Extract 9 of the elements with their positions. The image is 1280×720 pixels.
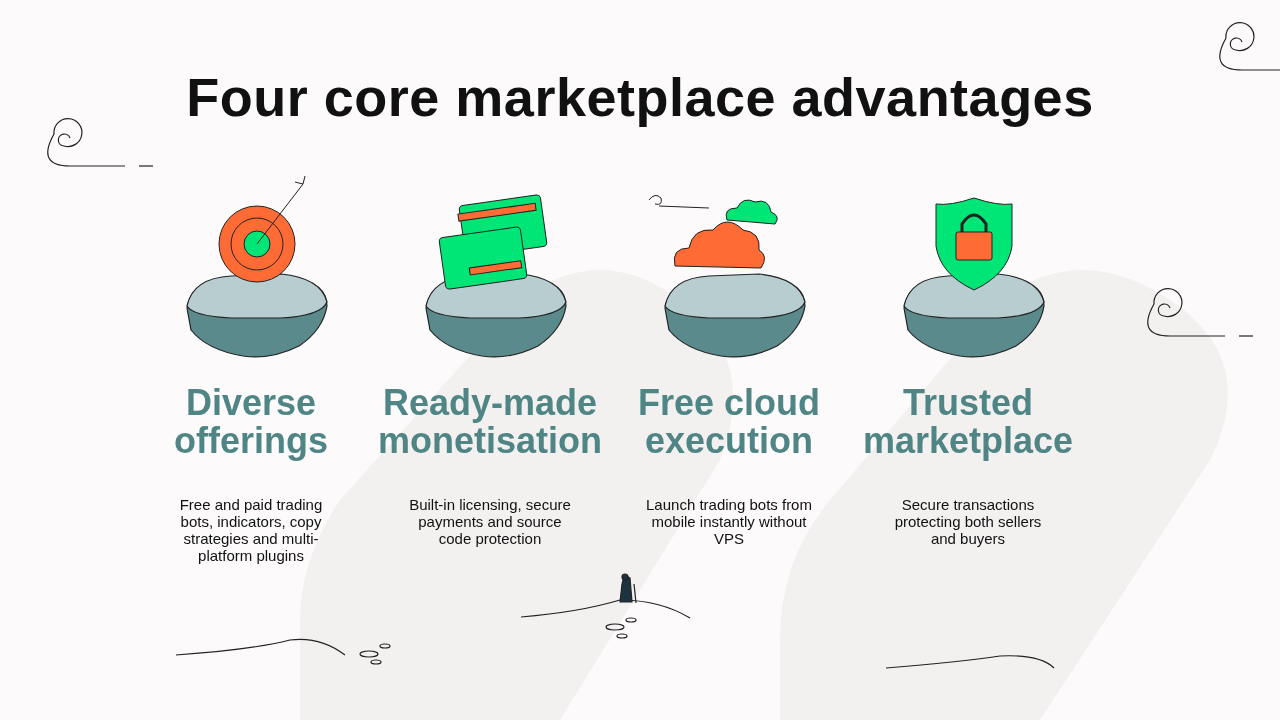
page-title: Four core marketplace advantages (185, 66, 1095, 128)
feature-description: Secure transactions protecting both sellers and buyers (893, 496, 1043, 547)
feature-heading: Ready-made monetisation (377, 384, 603, 460)
feature-description: Launch trading bots from mobile instantly without VPS (645, 496, 813, 547)
feature-heading: Trusted marketplace (861, 384, 1075, 460)
feature-heading: Diverse offerings (173, 384, 329, 460)
feature-description: Built-in licensing, secure payments and source code protection (408, 496, 572, 547)
feature-description: Free and paid trading bots, indicators, copy strategies and multi-platform plugins (178, 496, 324, 564)
feature-heading: Free cloud execution (636, 384, 821, 460)
